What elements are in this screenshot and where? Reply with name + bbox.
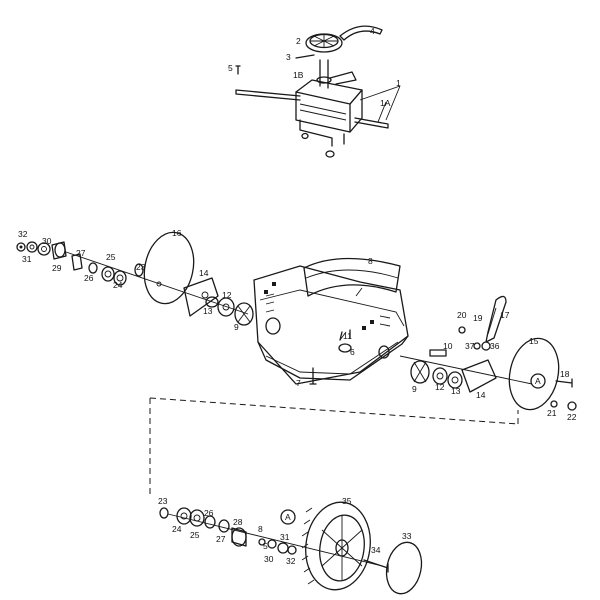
callout-left-29: 29 bbox=[52, 263, 62, 273]
callout-left-31: 31 bbox=[22, 254, 32, 264]
callout-right-21: 21 bbox=[547, 408, 557, 418]
callout-wheel-32: 32 bbox=[286, 556, 296, 566]
callout-left-25: 25 bbox=[106, 252, 116, 262]
callout-wheel-27: 27 bbox=[216, 534, 226, 544]
callout-wheel-31: 31 bbox=[280, 532, 290, 542]
left-hardware-stack bbox=[16, 231, 254, 326]
callout-right-15: 15 bbox=[529, 336, 539, 346]
callout-11: 11 bbox=[343, 331, 352, 341]
wheel-assembly bbox=[159, 501, 423, 595]
callout-right-20: 20 bbox=[457, 310, 467, 320]
callout-right-22: 22 bbox=[567, 412, 577, 422]
callout-wheel-25: 25 bbox=[190, 530, 200, 540]
callout-left-27: 27 bbox=[76, 248, 86, 258]
callout-wheel-5: 5 bbox=[263, 541, 268, 551]
callout-left-30: 30 bbox=[42, 236, 52, 246]
callout-right-36: 36 bbox=[490, 341, 500, 351]
callout-1a: 1A bbox=[380, 98, 391, 108]
callout-3: 3 bbox=[286, 52, 291, 62]
callout-left-23: 23 bbox=[136, 262, 146, 272]
callout-right-10: 10 bbox=[443, 341, 453, 351]
callout-wheel-33: 33 bbox=[402, 531, 412, 541]
callout-right-14: 14 bbox=[476, 390, 486, 400]
callout-right-9: 9 bbox=[412, 384, 417, 394]
callout-right-17: 17 bbox=[500, 310, 510, 320]
gearbox-assembly bbox=[235, 25, 401, 158]
callout-7: 7 bbox=[296, 378, 301, 388]
callout-2: 2 bbox=[296, 36, 301, 46]
alignment-lines bbox=[149, 397, 519, 494]
callout-wheel-30: 30 bbox=[264, 554, 274, 564]
callout-right-18: 18 bbox=[560, 369, 570, 379]
callout-1: 1 bbox=[396, 78, 401, 88]
callout-right-37: 37 bbox=[465, 341, 475, 351]
callout-4: 4 bbox=[370, 26, 375, 36]
callout-5: 5 bbox=[228, 63, 233, 73]
callout-wheel-24: 24 bbox=[172, 524, 182, 534]
callout-left-12: 12 bbox=[222, 290, 232, 300]
drive-chassis bbox=[253, 257, 409, 385]
callout-8: 8 bbox=[368, 256, 373, 266]
callout-left-9: 9 bbox=[234, 322, 239, 332]
callout-6: 6 bbox=[350, 347, 355, 357]
callout-wheel-28: 28 bbox=[233, 517, 243, 527]
callout-right-19: 19 bbox=[473, 313, 483, 323]
callout-1b: 1B bbox=[293, 70, 304, 80]
callout-wheel-8: 8 bbox=[258, 524, 263, 534]
callout-left-14: 14 bbox=[199, 268, 209, 278]
callout-wheel-23: 23 bbox=[158, 496, 168, 506]
callout-left-16: 16 bbox=[172, 228, 182, 238]
callout-right-12: 12 bbox=[435, 382, 445, 392]
callout-left-32: 32 bbox=[18, 229, 28, 239]
callout-left-26: 26 bbox=[84, 273, 94, 283]
callout-left-13: 13 bbox=[203, 306, 213, 316]
right-hardware-stack bbox=[399, 295, 577, 411]
callout-labels: 1 1A 1B 2 3 4 5 8 7 6 11 32 31 30 29 27 … bbox=[18, 26, 577, 566]
callout-wheel-marker-a: A bbox=[285, 512, 291, 522]
callout-wheel-26: 26 bbox=[204, 508, 214, 518]
callout-left-24: 24 bbox=[113, 280, 123, 290]
callout-wheel-35: 35 bbox=[342, 496, 352, 506]
callout-right-13: 13 bbox=[451, 386, 461, 396]
callout-right-marker-a: A bbox=[535, 376, 541, 386]
callout-wheel-34: 34 bbox=[371, 545, 381, 555]
